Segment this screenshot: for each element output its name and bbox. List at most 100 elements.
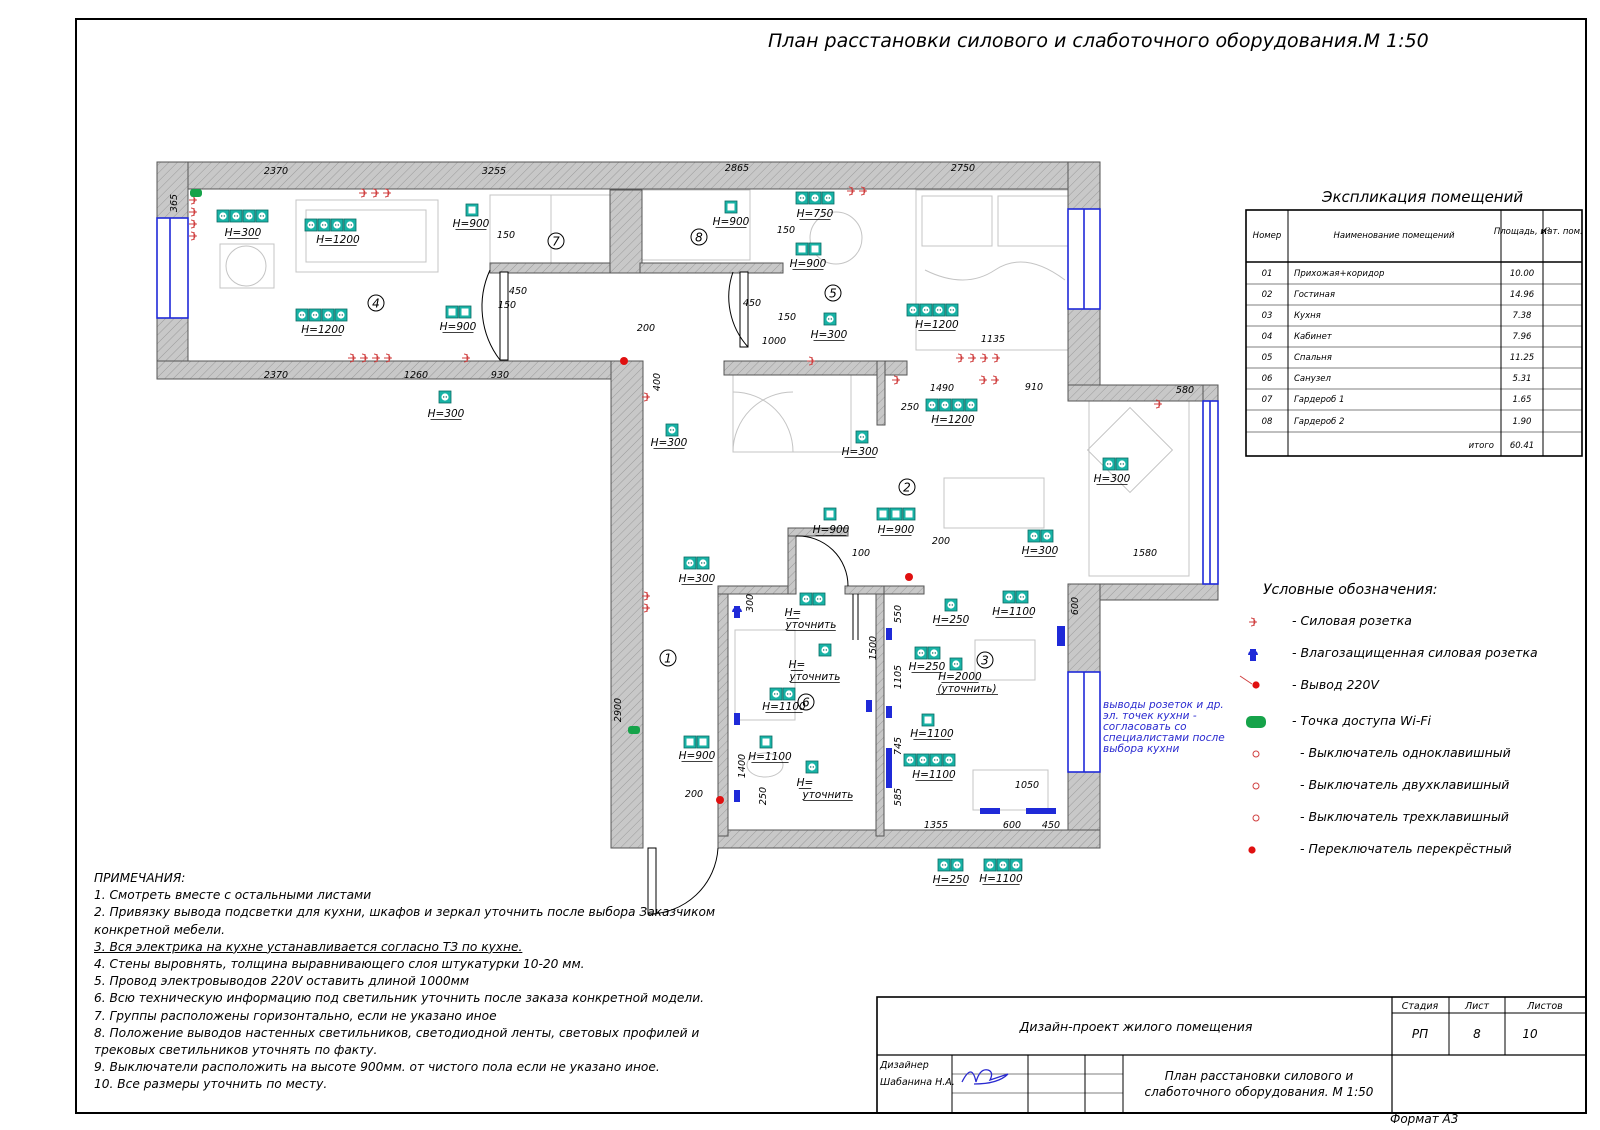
sheet-label: Лист — [1464, 1001, 1490, 1012]
note-line: трековых светильников уточнять по факту. — [94, 1043, 378, 1058]
explication-cell: 10.00 — [1510, 269, 1534, 279]
room-number: 3 — [981, 654, 989, 668]
notes-block: ПРИМЕЧАНИЯ: 1. Смотреть вместе с остальн… — [94, 870, 715, 1094]
dimension-label: 910 — [1025, 382, 1043, 393]
height-label: H=1100 — [979, 873, 1023, 885]
designer-name: Шабанина Н.А. — [880, 1077, 955, 1088]
height-label: H=300 — [1094, 473, 1131, 485]
explication-header: Номер — [1253, 231, 1282, 241]
explication-header: Наименование помещений — [1334, 231, 1455, 241]
sheets-label: Листов — [1526, 1001, 1563, 1012]
dimension-label: 100 — [852, 548, 870, 559]
legend-item: - Силовая розетка — [1292, 613, 1412, 628]
note-line: 3. Вся электрика на кухне устанавливаетс… — [94, 939, 523, 954]
dimension-label: 2370 — [264, 166, 288, 177]
windows — [156, 208, 1219, 773]
room-circle — [898, 478, 916, 496]
dimension-label: 150 — [497, 230, 515, 241]
wifi-points — [190, 189, 640, 734]
dimension-label: 150 — [777, 225, 795, 236]
dimension-label: 250 — [901, 402, 919, 413]
height-label: H=1200 — [915, 319, 959, 331]
dimension-label: 2900 — [613, 698, 624, 722]
legend-symbols — [1239, 617, 1266, 854]
room-circle — [547, 232, 565, 250]
room-number: 7 — [552, 235, 560, 249]
explication-total-value: 60.41 — [1510, 441, 1534, 451]
height-label: H=900 — [813, 524, 850, 536]
height-labels: H=300H=1200H=1200H=900H=900H=300H=900H=7… — [225, 208, 1131, 886]
legend-item: - Переключатель перекрёстный — [1300, 841, 1512, 856]
designer-signature — [961, 1069, 1009, 1085]
note-line: 10. Все размеры уточнить по месту. — [94, 1077, 328, 1092]
explication-cell: 1.65 — [1513, 395, 1532, 405]
room-number: 6 — [802, 696, 810, 710]
sheet-format: Формат А3 — [1390, 1112, 1459, 1126]
legend-item: - Вывод 220V — [1292, 677, 1379, 692]
note-line: 6. Всю техническую информацию под светил… — [94, 991, 705, 1006]
explication-cell: 01 — [1262, 269, 1273, 279]
height-label: H=300 — [842, 446, 879, 458]
height-label: H=300 — [679, 573, 716, 585]
room-number: 8 — [695, 231, 703, 245]
explication-text: Номер Наименование помещений Площадь, м²Ка… — [1253, 227, 1583, 451]
height-label: (уточнить) — [937, 683, 996, 695]
height-label: H=300 — [225, 227, 262, 239]
room-circle — [367, 294, 385, 312]
note-line: 9. Выключатели расположить на высоте 900… — [94, 1060, 660, 1075]
kitchen-note: выводы розеток и др. эл. точек кухни - с… — [1103, 699, 1225, 755]
legend-item: - Влагозащищенная силовая розетка — [1292, 645, 1538, 660]
room-number: 4 — [372, 297, 380, 311]
outlets-220v — [620, 357, 913, 804]
room-number: 5 — [829, 287, 837, 301]
doors — [481, 269, 859, 915]
height-label: уточнить — [785, 619, 837, 631]
height-label: уточнить — [802, 789, 854, 801]
dimension-label: 200 — [685, 789, 703, 800]
dimension-label: 1260 — [404, 370, 428, 381]
explication-cell: 5.31 — [1513, 374, 1532, 384]
height-label: H=1100 — [748, 751, 792, 763]
room-circle — [797, 693, 815, 711]
room-circle — [824, 284, 842, 302]
explication-cell: 7.96 — [1513, 332, 1533, 342]
notes-heading: ПРИМЕЧАНИЯ: — [94, 871, 186, 885]
explication-cell: 08 — [1262, 417, 1273, 427]
title-block-text: Дизайн-проект жилого помещения Стадия Ли… — [879, 1001, 1563, 1099]
dimension-label: 745 — [893, 737, 904, 755]
room-circle — [659, 649, 677, 667]
sheets-value: 10 — [1522, 1027, 1538, 1041]
explication-header: Кат. пом. — [1541, 227, 1582, 237]
explication-cell: Гардероб 2 — [1294, 417, 1344, 427]
explication-cell: 14.96 — [1510, 290, 1535, 300]
height-label: H=750 — [797, 208, 834, 220]
explication-table — [1245, 209, 1583, 457]
room-number: 1 — [664, 652, 672, 666]
dimension-label: 550 — [893, 605, 904, 623]
legend-item: - Выключатель одноклавишный — [1300, 745, 1511, 760]
dimension-label: 1355 — [924, 820, 948, 831]
dimension-label: 930 — [491, 370, 509, 381]
dimension-label: 365 — [169, 194, 180, 212]
dimension-label: 1500 — [868, 636, 879, 660]
dimension-label: 250 — [758, 787, 769, 805]
dimension-label: 150 — [778, 312, 796, 323]
explication-header: Площадь, м² — [1494, 227, 1551, 237]
project-name: Дизайн-проект жилого помещения — [1019, 1019, 1253, 1034]
explication-cell: 7.38 — [1513, 311, 1533, 321]
height-label: H=1200 — [316, 234, 360, 246]
dimension-label: 200 — [637, 323, 655, 334]
dimension-label: 150 — [498, 300, 516, 311]
explication-cell: Кухня — [1294, 311, 1321, 321]
dimension-label: 200 — [932, 536, 950, 547]
dimension-label: 450 — [509, 286, 527, 297]
explication-cell: 03 — [1262, 311, 1273, 321]
height-label: H=300 — [428, 408, 465, 420]
designer-role: Дизайнер — [879, 1060, 929, 1071]
legend-title: Условные обозначения: — [1263, 582, 1438, 598]
height-label: H=250 — [933, 874, 970, 886]
stage-label: Стадия — [1402, 1001, 1439, 1012]
note-line: 2. Привязку вывода подсветки для кухни, … — [94, 905, 716, 920]
furniture — [219, 189, 1190, 811]
